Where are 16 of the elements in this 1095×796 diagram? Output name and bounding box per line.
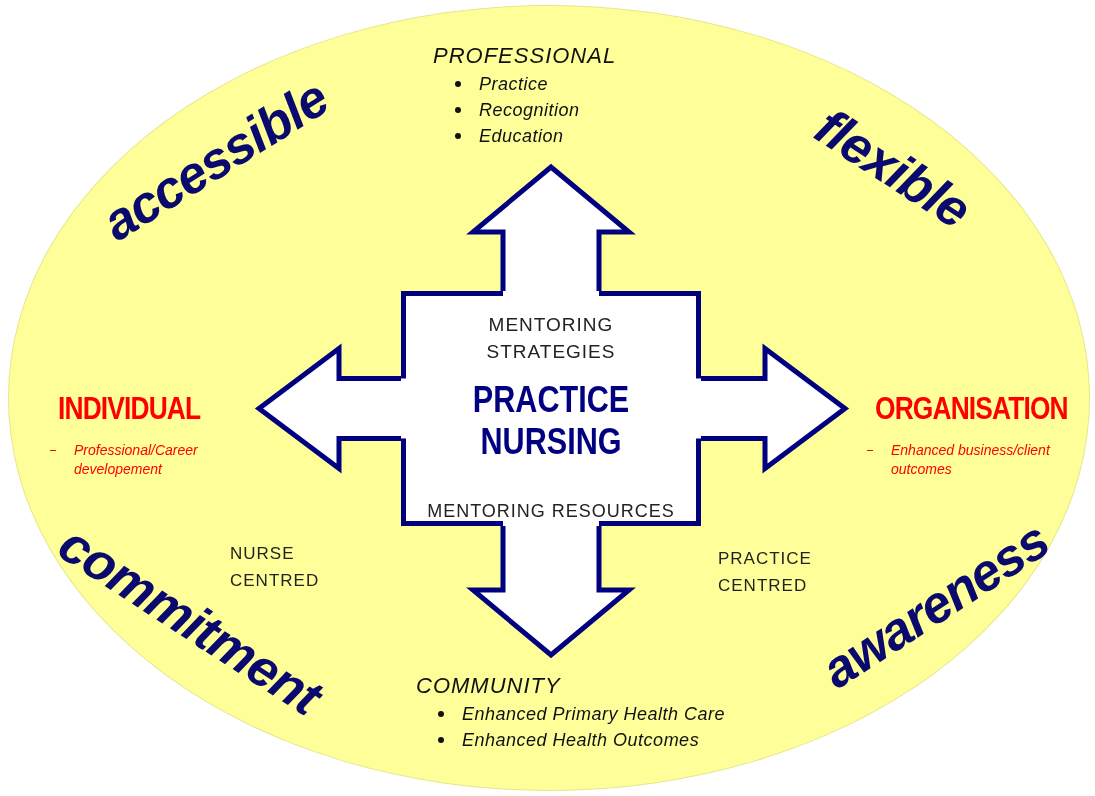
category-heading: COMMUNITY: [416, 673, 562, 699]
side-heading: INDIVIDUAL: [58, 391, 201, 427]
center-title: PRACTICE NURSING: [471, 379, 631, 463]
side-note: Enhanced business/client outcomes: [891, 441, 1052, 479]
category-heading: PROFESSIONAL: [433, 43, 617, 69]
bullet-item: Practice: [479, 73, 549, 96]
side-note: Professional/Career developement: [74, 441, 199, 479]
center-box: [401, 291, 701, 526]
bullet-item: Education: [479, 125, 564, 148]
bullet-item: Enhanced Primary Health Care: [462, 703, 726, 726]
side-heading: ORGANISATION: [875, 391, 1068, 427]
center-caption: MENTORING STRATEGIES: [485, 313, 617, 364]
center-caption: MENTORING RESOURCES: [426, 500, 676, 523]
bullet-item: Recognition: [479, 99, 580, 122]
note-text: PRACTICE CENTRED: [718, 548, 813, 597]
bullet-item: Enhanced Health Outcomes: [462, 729, 700, 752]
